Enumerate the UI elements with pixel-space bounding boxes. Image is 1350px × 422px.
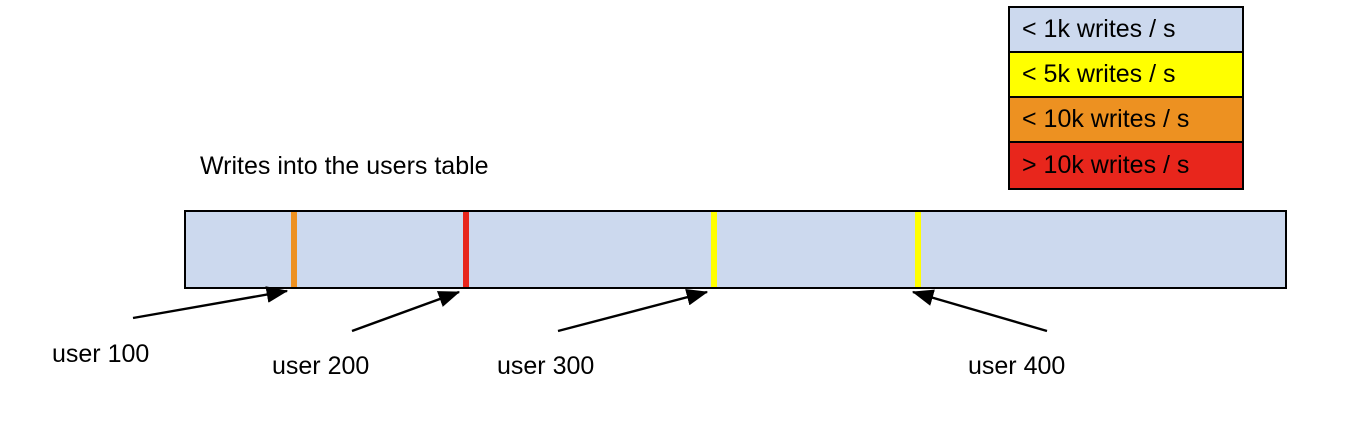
callout-label-user-400: user 400 [968,352,1066,380]
legend-row-lt-10k: < 10k writes / s [1010,98,1242,143]
bar-marker-user-100 [291,212,297,287]
legend-label-lt-5k: < 5k writes / s [1022,60,1176,88]
bar-marker-user-400 [915,212,921,287]
legend-row-lt-1k: < 1k writes / s [1010,8,1242,53]
callout-label-user-200: user 200 [272,352,370,380]
callout-label-user-300: user 300 [497,352,595,380]
legend-label-gt-10k: > 10k writes / s [1022,151,1190,179]
legend-row-lt-5k: < 5k writes / s [1010,53,1242,98]
legend-label-lt-10k: < 10k writes / s [1022,105,1190,133]
chart-title: Writes into the users table [200,152,489,180]
bar-marker-user-200 [463,212,469,287]
legend-label-lt-1k: < 1k writes / s [1022,15,1176,43]
legend-row-gt-10k: > 10k writes / s [1010,143,1242,188]
users-table-bar [184,210,1287,289]
bar-marker-user-300 [711,212,717,287]
callout-label-user-100: user 100 [52,340,150,368]
legend: < 1k writes / s < 5k writes / s < 10k wr… [1008,6,1244,190]
